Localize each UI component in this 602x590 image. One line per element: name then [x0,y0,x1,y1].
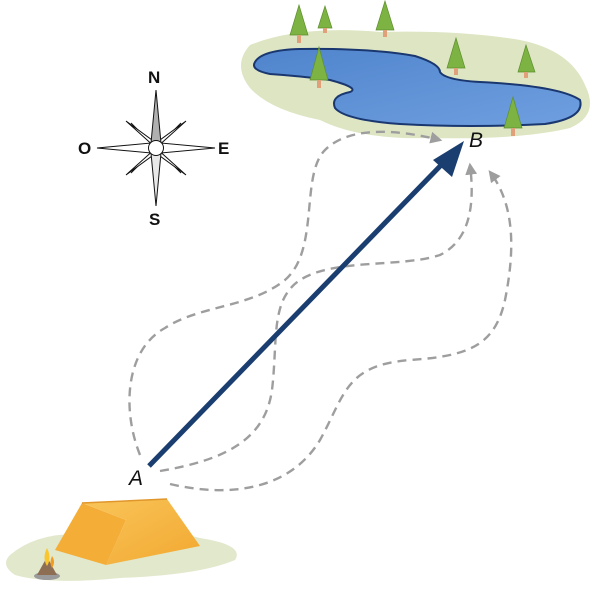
campsite [6,498,237,581]
tree-icon [375,0,395,37]
displacement-arrow [147,141,464,468]
tree-icon [289,3,309,43]
dashed-path-lower [169,170,513,492]
lake-scene [241,0,590,139]
dashed-paths [128,130,513,492]
lake-water [253,47,582,127]
tent-icon [55,498,200,565]
dashed-path-upper [128,130,443,456]
tree-icon [446,36,466,75]
campfire-icon [34,548,60,580]
compass-rose-icon [96,89,216,207]
compass-south-label: S [149,210,161,229]
point-a-label: A [129,467,144,490]
compass-east-label: E [218,139,230,158]
point-b-label: B [469,129,484,152]
compass-west-label: O [78,139,92,158]
dashed-path-middle [159,162,478,473]
compass-north-label: N [148,68,161,87]
tree-icon [517,43,536,78]
tree-icon [503,95,523,136]
tree-icon [309,45,329,88]
tree-icon [317,4,333,33]
